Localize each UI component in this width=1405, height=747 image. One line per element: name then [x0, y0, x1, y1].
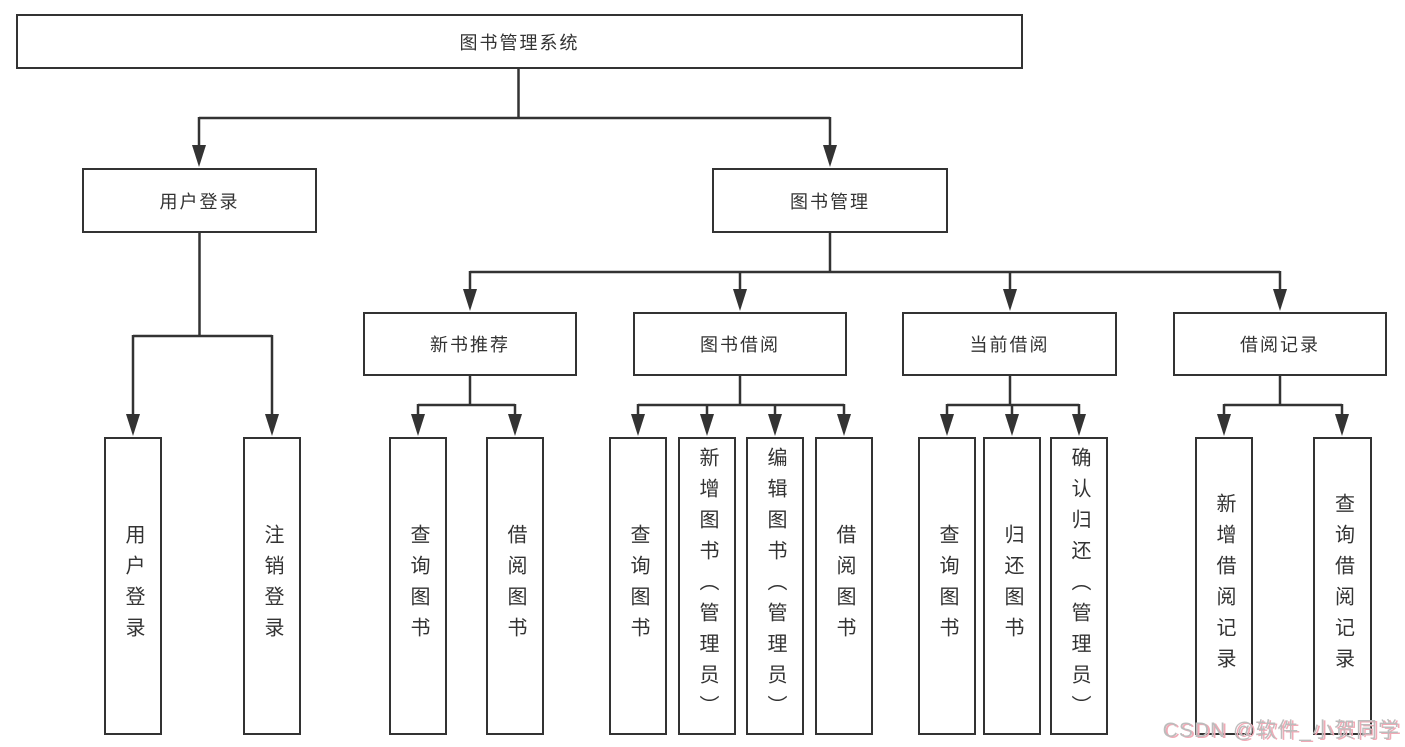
leaf-current-return-books: 归还图书 [983, 437, 1041, 735]
leaf-borrowing-add-books-admin: 新增图书（管理员） [678, 437, 736, 735]
connector-newbook-children [411, 376, 522, 436]
connector-login-children [126, 233, 279, 436]
node-root-system: 图书管理系统 [16, 14, 1023, 69]
csdn-watermark: CSDN @软件_小贺同学 [1162, 719, 1400, 742]
leaf-records-query-record: 查询借阅记录 [1313, 437, 1372, 735]
leaf-current-confirm-return-admin: 确认归还（管理员） [1050, 437, 1108, 735]
connector-borrowing-children [631, 376, 851, 436]
connector-current-children [940, 376, 1086, 436]
leaf-borrowing-borrow-books: 借阅图书 [815, 437, 873, 735]
leaf-user-login: 用户登录 [104, 437, 162, 735]
node-borrowing-records: 借阅记录 [1173, 312, 1387, 376]
node-book-borrowing: 图书借阅 [633, 312, 847, 376]
connector-records-children [1217, 376, 1349, 436]
node-book-management: 图书管理 [712, 168, 948, 233]
node-new-book-recommend: 新书推荐 [363, 312, 577, 376]
connector-root-to-level2 [192, 69, 837, 167]
leaf-newbook-borrow-books: 借阅图书 [486, 437, 544, 735]
leaf-newbook-query-books: 查询图书 [389, 437, 447, 735]
leaf-logout: 注销登录 [243, 437, 301, 735]
leaf-current-query-books: 查询图书 [918, 437, 976, 735]
leaf-borrowing-edit-books-admin: 编辑图书（管理员） [746, 437, 804, 735]
connector-management-level3 [463, 233, 1287, 311]
leaf-borrowing-query-books: 查询图书 [609, 437, 667, 735]
node-current-borrowing: 当前借阅 [902, 312, 1117, 376]
node-user-login: 用户登录 [82, 168, 317, 233]
leaf-records-add-record: 新增借阅记录 [1195, 437, 1253, 735]
